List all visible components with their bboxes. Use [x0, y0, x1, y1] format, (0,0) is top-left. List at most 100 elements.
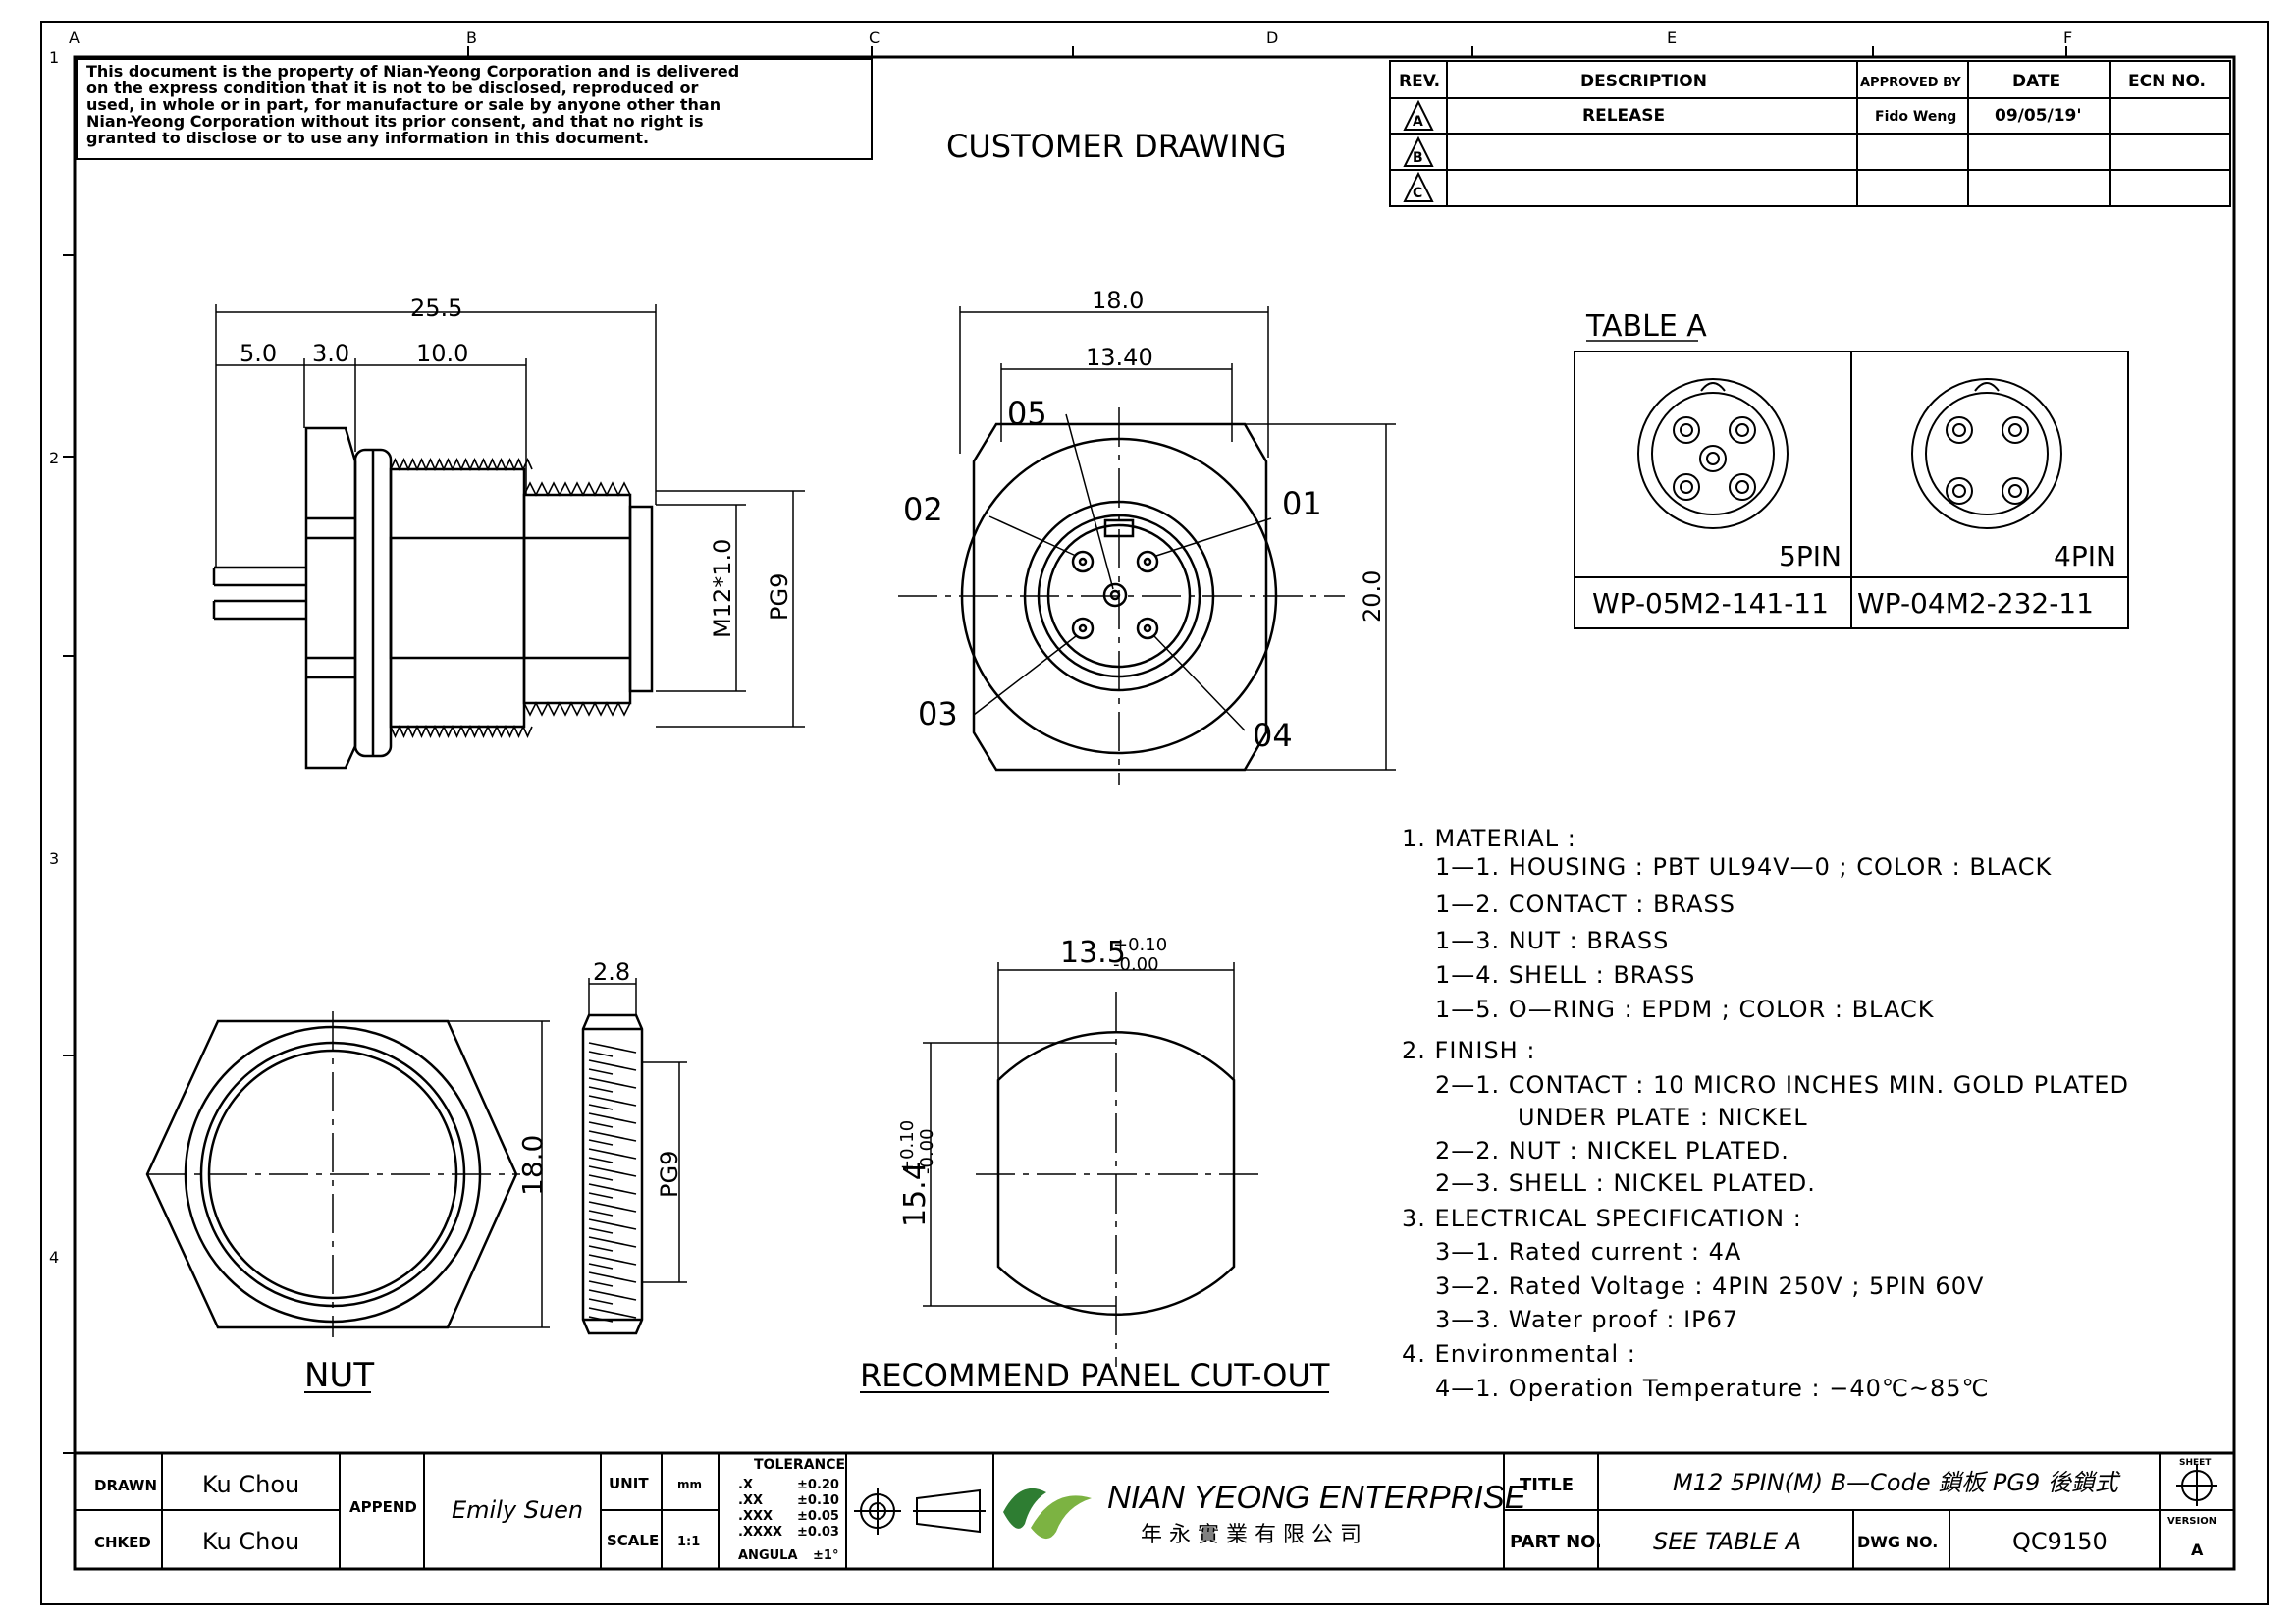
- pin-label-01: 01: [1282, 485, 1322, 522]
- tolerance-value: ±0.05: [797, 1509, 839, 1524]
- tolerance-value: ±1°: [813, 1548, 838, 1563]
- nut-thread-line: [588, 1042, 637, 1057]
- nut-label: NUT: [304, 1356, 374, 1395]
- nut-thread-line: [588, 1254, 637, 1270]
- dim-side-10: 10.0: [416, 340, 468, 367]
- nut-thread-line: [588, 1307, 637, 1323]
- nut-thread-line: [588, 1271, 637, 1287]
- nut-thread-line: [588, 1077, 637, 1093]
- rev-header-description: DESCRIPTION: [1580, 72, 1707, 91]
- nut-thread-line: [588, 1218, 637, 1234]
- note-line: 2—3. SHELL : NICKEL PLATED.: [1435, 1169, 1816, 1197]
- rev-a-description: RELEASE: [1582, 106, 1665, 126]
- rev-a-date: 09/05/19': [1995, 106, 2082, 126]
- pin-label-02: 02: [903, 491, 943, 528]
- sheet-label: SHEET: [2179, 1458, 2212, 1468]
- pin-label-05: 05: [1007, 395, 1047, 432]
- tolerance-value: ±0.10: [797, 1493, 839, 1508]
- nut-thread-line: [588, 1289, 637, 1305]
- thread-teeth: [390, 458, 631, 738]
- header-title: CUSTOMER DRAWING: [946, 128, 1287, 165]
- note-line: 3—2. Rated Voltage : 4PIN 250V ; 5PIN 60…: [1435, 1272, 1984, 1300]
- thread-tooth-row: [390, 725, 533, 738]
- cutout-height-tol-plus: +0.10: [897, 1120, 918, 1174]
- table-a-5pin: 5PIN: [1779, 540, 1842, 572]
- tolerance-value: ±0.03: [797, 1525, 839, 1540]
- tolerance-key: .XXXX: [738, 1525, 782, 1540]
- nut-thread-line: [588, 1112, 637, 1128]
- tolerance-key: .X: [738, 1478, 753, 1492]
- unit-value: mm: [677, 1478, 702, 1491]
- dim-front-18: 18.0: [1092, 287, 1144, 314]
- grid-row-1: 1: [49, 48, 59, 67]
- grid-row-4: 4: [49, 1248, 59, 1267]
- dim-side-3: 3.0: [312, 340, 349, 367]
- cutout-width-tol-plus: +0.10: [1113, 935, 1167, 955]
- part-label: PART NO.: [1510, 1532, 1602, 1552]
- checked-by: Ku Chou: [202, 1528, 299, 1555]
- grid-row-2: 2: [49, 449, 59, 467]
- note-line: 4—1. Operation Temperature : −40℃~85℃: [1435, 1375, 1989, 1402]
- disclaimer-line: Nian-Yeong Corporation without its prior…: [86, 112, 704, 131]
- table-a-title: TABLE A: [1585, 309, 1707, 344]
- rev-a-label: A: [1413, 114, 1423, 130]
- grid-col-e: E: [1667, 28, 1677, 47]
- note-line: UNDER PLATE : NICKEL: [1518, 1104, 1808, 1131]
- nut-thread-line: [588, 1201, 637, 1217]
- nut-thread-line: [588, 1183, 637, 1199]
- version-value: A: [2191, 1541, 2204, 1559]
- rev-c-label: C: [1413, 186, 1422, 201]
- pin-label-04: 04: [1253, 717, 1293, 754]
- nut-thread-line: [588, 1095, 637, 1110]
- company-logo: [1003, 1488, 1092, 1540]
- dim-side-5: 5.0: [240, 340, 277, 367]
- note-line: 1—1. HOUSING : PBT UL94V—0 ; COLOR : BLA…: [1435, 853, 2052, 881]
- tolerance-key: .XX: [738, 1493, 763, 1508]
- table-a: [1574, 351, 2129, 629]
- version-label: VERSION: [2167, 1516, 2216, 1527]
- dwg-label: DWG NO.: [1857, 1533, 1938, 1551]
- append-label: APPEND: [349, 1498, 417, 1516]
- scale-value: 1:1: [677, 1535, 700, 1549]
- grid-col-d: D: [1266, 28, 1278, 47]
- nut-thread-line: [588, 1059, 637, 1075]
- disclaimer-line: used, in whole or in part, for manufactu…: [86, 95, 721, 114]
- dim-nut-pg9: PG9: [656, 1151, 683, 1198]
- tolerance-value: ±0.20: [797, 1478, 839, 1492]
- title-label: TITLE: [1520, 1475, 1574, 1495]
- disclaimer-line: This document is the property of Nian-Ye…: [86, 62, 739, 81]
- note-line: 1—4. SHELL : BRASS: [1435, 961, 1695, 989]
- revision-table: [1389, 60, 2231, 207]
- title-block: [73, 1451, 2236, 1571]
- rev-a-approved: Fido Weng: [1875, 109, 1956, 125]
- disclaimer: This document is the property of Nian-Ye…: [86, 62, 739, 147]
- note-line: 1—2. CONTACT : BRASS: [1435, 891, 1735, 918]
- grid-row-3: 3: [49, 849, 59, 868]
- table-a-5pin-part: WP-05M2-141-11: [1592, 587, 1829, 620]
- grid-col-f: F: [2063, 28, 2072, 47]
- dim-side-m12: M12*1.0: [709, 539, 736, 638]
- grid-col-a: A: [69, 28, 80, 47]
- drawn-label: DRAWN: [94, 1477, 157, 1494]
- grid-col-b: B: [466, 28, 477, 47]
- pin-label-03: 03: [918, 695, 958, 732]
- tolerance-label: TOLERANCE: [754, 1457, 845, 1473]
- dim-front-13-40: 13.40: [1086, 344, 1153, 371]
- dim-side-overall: 25.5: [410, 295, 462, 322]
- scale-label: SCALE: [607, 1532, 659, 1549]
- nut-thread-line: [588, 1130, 637, 1146]
- cutout-width-tol-minus: -0.00: [1113, 954, 1159, 975]
- dim-nut-2-8: 2.8: [593, 958, 630, 986]
- cutout-height-tol-minus: -0.00: [917, 1128, 937, 1174]
- tolerance-key: .XXX: [738, 1509, 773, 1524]
- rev-b-label: B: [1413, 150, 1423, 166]
- note-line: 2—2. NUT : NICKEL PLATED.: [1435, 1137, 1789, 1164]
- dim-front-20: 20.0: [1359, 570, 1386, 622]
- thread-tooth-row: [523, 481, 631, 497]
- drawing-number: QC9150: [2012, 1528, 2108, 1555]
- side-view: [212, 426, 654, 770]
- thread-tooth-row: [390, 458, 533, 471]
- note-line: 3. ELECTRICAL SPECIFICATION :: [1402, 1205, 1802, 1232]
- nut-thread-line: [588, 1236, 637, 1252]
